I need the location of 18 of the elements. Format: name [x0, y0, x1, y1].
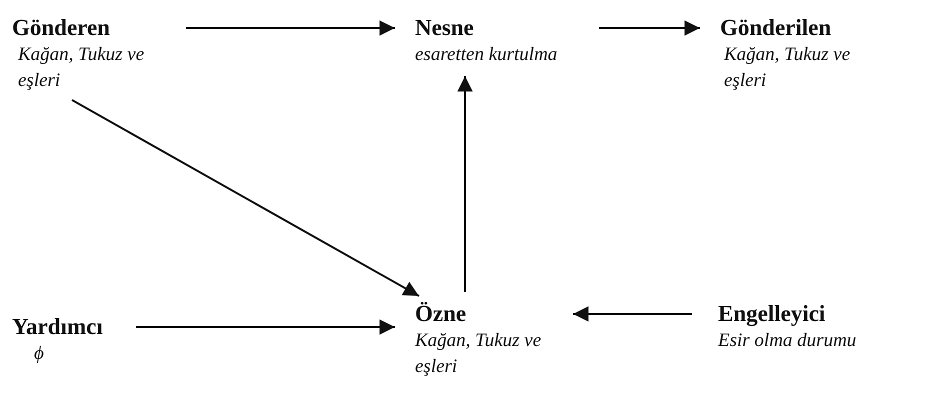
arrow [186, 20, 395, 36]
node-title: Gönderen [12, 14, 110, 42]
node-title: Gönderilen [720, 14, 832, 42]
node-text: ϕ [33, 342, 44, 366]
node-title: Özne [415, 300, 466, 328]
node-text: Esir olma durumu [718, 329, 856, 353]
arrow [573, 306, 692, 322]
node-text: Kağan, Tukuz ve eşleri [722, 43, 852, 93]
node-title: Yardımcı [12, 313, 103, 341]
arrow [136, 319, 395, 335]
node-title: Engelleyici [718, 300, 826, 328]
arrow [457, 76, 473, 292]
node-text: esaretten kurtulma [415, 43, 558, 67]
node-title: Nesne [415, 14, 474, 42]
node-text: Kağan, Tukuz ve eşleri [415, 329, 542, 379]
arrow [599, 20, 700, 36]
arrow [72, 99, 420, 297]
node-text: Kağan, Tukuz ve eşleri [16, 43, 146, 93]
